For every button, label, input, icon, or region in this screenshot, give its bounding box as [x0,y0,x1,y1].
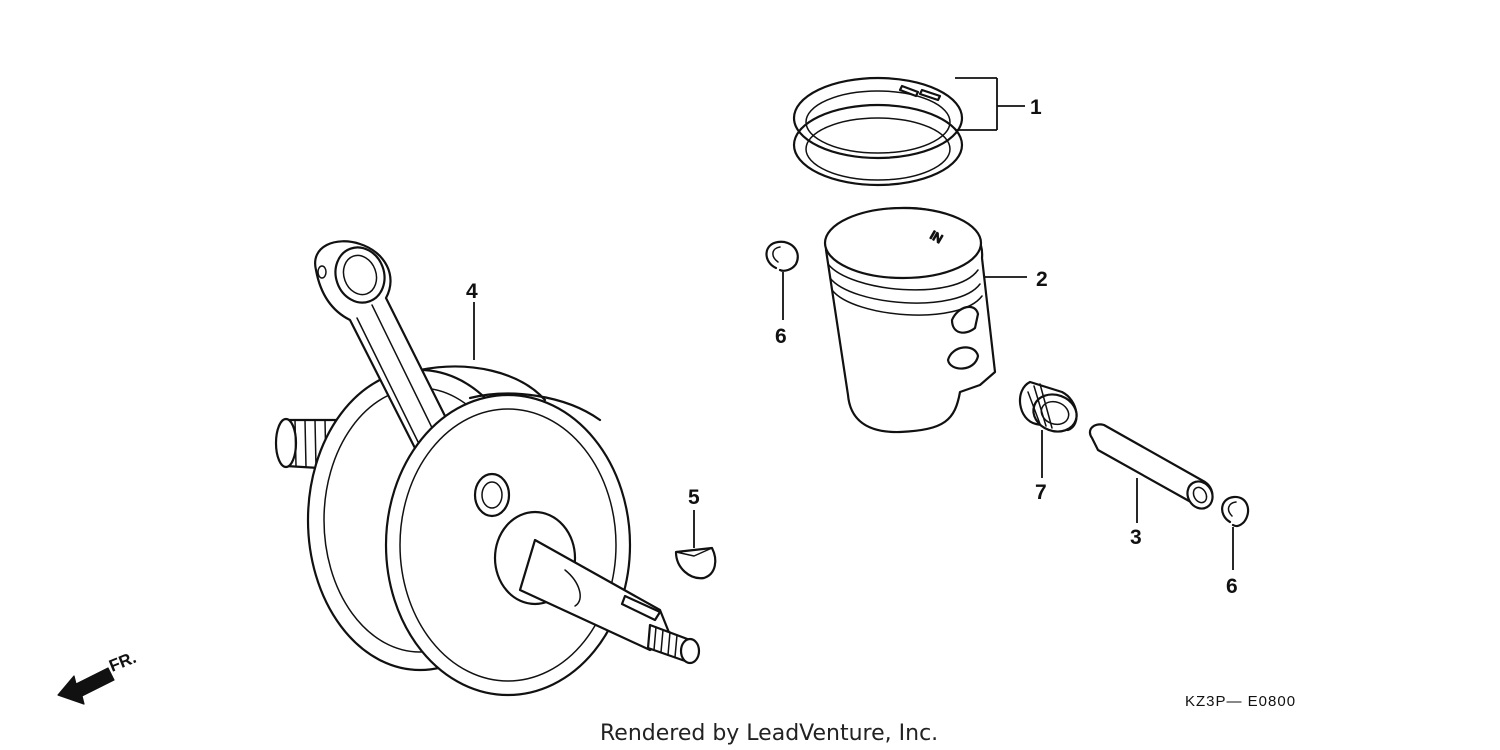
callout-3[interactable]: 3 [1130,526,1142,549]
circlip-left[interactable] [765,240,799,272]
callout-2[interactable]: 2 [1036,268,1048,291]
callout-5[interactable]: 5 [688,486,700,509]
circlip-right[interactable] [1221,495,1250,528]
credit-text: Rendered by LeadVenture, Inc. [600,721,938,746]
crankshaft[interactable] [274,240,701,697]
callout-6-right[interactable]: 6 [1226,575,1238,598]
arrow-icon [57,667,115,705]
callout-4[interactable]: 4 [466,280,478,303]
front-label: FR. [106,648,139,676]
piston[interactable]: IN [823,206,997,434]
diagram-code: KZ3P— E0800 [1185,693,1296,710]
callout-6-left[interactable]: 6 [775,325,787,348]
piston-pin[interactable] [1088,423,1217,513]
woodruff-key[interactable] [674,546,717,580]
callout-1-leader [955,77,1025,131]
needle-bearing[interactable] [1018,380,1082,437]
callout-1[interactable]: 1 [1030,96,1042,119]
callout-7[interactable]: 7 [1035,481,1047,504]
piston-rings[interactable] [792,76,964,187]
front-arrow: FR. [57,648,139,705]
